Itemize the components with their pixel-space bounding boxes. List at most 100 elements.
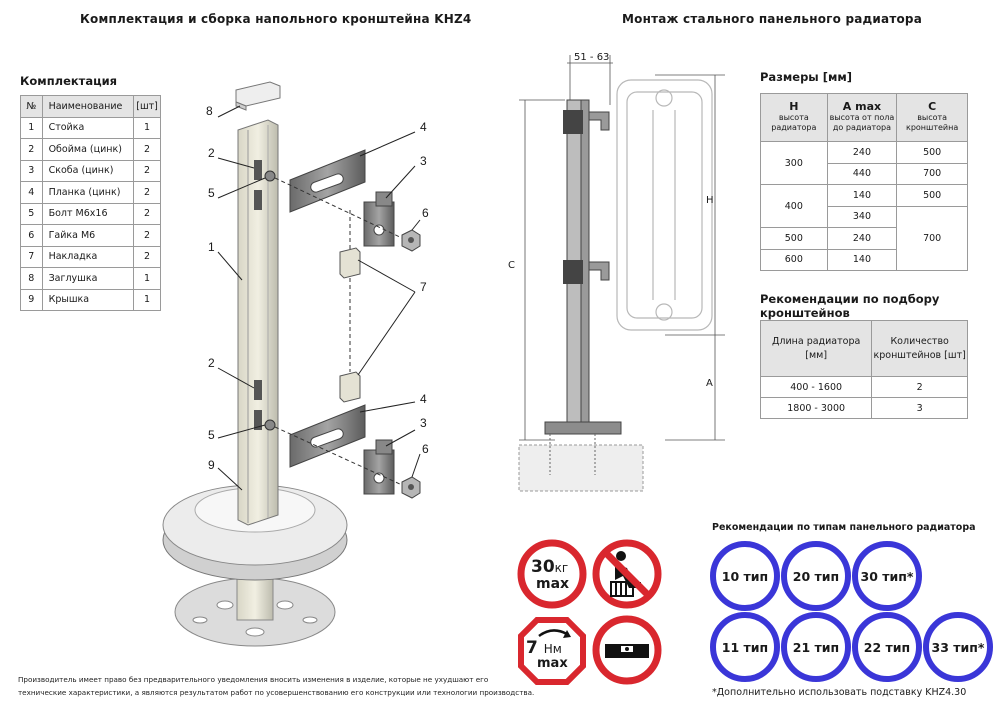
bracket-part-3-upper xyxy=(363,191,395,247)
type-10-badge: 10 тип xyxy=(710,541,780,611)
kit-cell-n: 5 xyxy=(20,202,43,225)
recommend-col-length: Длина радиатора [мм] xyxy=(759,320,873,377)
kit-cell-n: 1 xyxy=(20,116,43,139)
footer-disclaimer: Производитель имеет право без предварите… xyxy=(18,675,535,697)
nut-part-6-lower xyxy=(401,476,421,499)
weight-sign-number: 30кг xyxy=(531,557,569,577)
kit-cell-name: Обойма (цинк) xyxy=(41,138,135,161)
bolt-part-5-upper xyxy=(264,170,276,182)
type-33-badge: 33 тип* xyxy=(923,612,993,682)
size-h-400: 400 xyxy=(760,184,828,228)
callout-1: 1 xyxy=(208,240,215,254)
mounting-drawing xyxy=(518,55,725,492)
torque-sign-number: 7 Нм xyxy=(526,638,562,658)
recommend-table: Длина радиатора [мм] Количество кронштей… xyxy=(759,320,968,419)
type-30-badge: 30 тип* xyxy=(852,541,922,611)
type-20-badge: 20 тип xyxy=(781,541,851,611)
cover-part-9 xyxy=(162,484,348,581)
weight-limit-sign xyxy=(517,539,587,609)
callout-6-upper: 6 xyxy=(422,206,429,220)
callout-4-lower: 4 xyxy=(420,392,427,406)
type-21-badge: 21 тип xyxy=(781,612,851,682)
kit-col-name: Наименование xyxy=(41,95,135,118)
kit-cell-name: Болт M6x16 xyxy=(41,202,135,225)
kit-cell-name: Планка (цинк) xyxy=(41,181,135,204)
kit-cell-name: Скоба (цинк) xyxy=(41,159,135,182)
no-sitting-sign xyxy=(592,539,662,609)
callout-9: 9 xyxy=(208,458,215,472)
kit-cell-name: Накладка xyxy=(41,245,135,268)
kit-cell-n: 3 xyxy=(20,159,43,182)
kit-cell-n: 6 xyxy=(20,224,43,247)
kit-cell-qty: 1 xyxy=(133,116,161,139)
radiator-outline xyxy=(616,79,713,331)
callout-2-lower: 2 xyxy=(208,356,215,370)
plate-part-4-lower xyxy=(289,404,366,468)
kit-col-qty: [шт] xyxy=(133,95,161,118)
left-title: Комплектация и сборка напольного кронште… xyxy=(80,12,472,26)
weight-sign-max: max xyxy=(536,576,570,592)
kit-cell-n: 4 xyxy=(20,181,43,204)
torque-sign-max: max xyxy=(537,656,568,671)
size-h-600: 600 xyxy=(760,248,828,271)
callout-8: 8 xyxy=(206,104,213,118)
bolt-part-5-lower xyxy=(264,419,276,431)
recommend-col-count: Количество кронштейнов [шт] xyxy=(871,320,968,377)
drawing-post xyxy=(544,99,622,435)
kit-cell-name: Стойка xyxy=(41,116,135,139)
right-title: Монтаж стального панельного радиатора xyxy=(622,12,923,26)
bracket-assembly-illustration xyxy=(162,81,421,647)
types-heading: Рекомендации по типам панельного радиато… xyxy=(712,522,976,533)
width-dimension-label: 51 - 63 xyxy=(574,52,610,63)
recommend-heading: Рекомендации по подбору кронштейнов xyxy=(760,292,940,320)
pad-part-7-lower xyxy=(339,371,361,403)
kit-heading: Комплектация xyxy=(20,74,118,88)
type-11-badge: 11 тип xyxy=(710,612,780,682)
types-note: *Дополнительно использовать подставку KH… xyxy=(712,687,967,698)
assembly-lines xyxy=(274,177,403,486)
kit-cell-name: Крышка xyxy=(41,288,135,311)
dimension-a-label: A xyxy=(706,378,713,389)
plate-part-4-upper xyxy=(289,149,366,213)
kit-col-number: № xyxy=(20,95,43,118)
bracket-part-3-lower xyxy=(363,439,395,495)
sizes-heading: Размеры [мм] xyxy=(760,70,853,84)
kit-cell-name: Гайка M6 xyxy=(41,224,135,247)
kit-cell-n: 2 xyxy=(20,138,43,161)
callout-7: 7 xyxy=(420,280,427,294)
kit-cell-qty: 1 xyxy=(133,267,161,290)
callout-3-upper: 3 xyxy=(420,154,427,168)
callout-5-lower: 5 xyxy=(208,428,215,442)
size-h-300: 300 xyxy=(760,141,828,185)
callout-6-lower: 6 xyxy=(422,442,429,456)
kit-cell-qty: 1 xyxy=(133,288,161,311)
callout-5-upper: 5 xyxy=(208,186,215,200)
drawing-floor xyxy=(518,434,644,492)
leader-lines xyxy=(217,105,421,491)
warning-signs xyxy=(517,539,662,685)
callout-3-lower: 3 xyxy=(420,416,427,430)
torque-limit-sign xyxy=(518,617,586,685)
kit-cell-n: 7 xyxy=(20,245,43,268)
kit-cell-name: Заглушка xyxy=(41,267,135,290)
dimension-c-label: C xyxy=(508,260,515,271)
kit-cell-n: 9 xyxy=(20,288,43,311)
kit-cell-qty: 2 xyxy=(133,245,161,268)
kit-table-header: № Наименование [шт] xyxy=(20,95,161,118)
size-h-500: 500 xyxy=(760,227,828,250)
end-cap-part-8 xyxy=(235,81,281,111)
callout-2-upper: 2 xyxy=(208,146,215,160)
